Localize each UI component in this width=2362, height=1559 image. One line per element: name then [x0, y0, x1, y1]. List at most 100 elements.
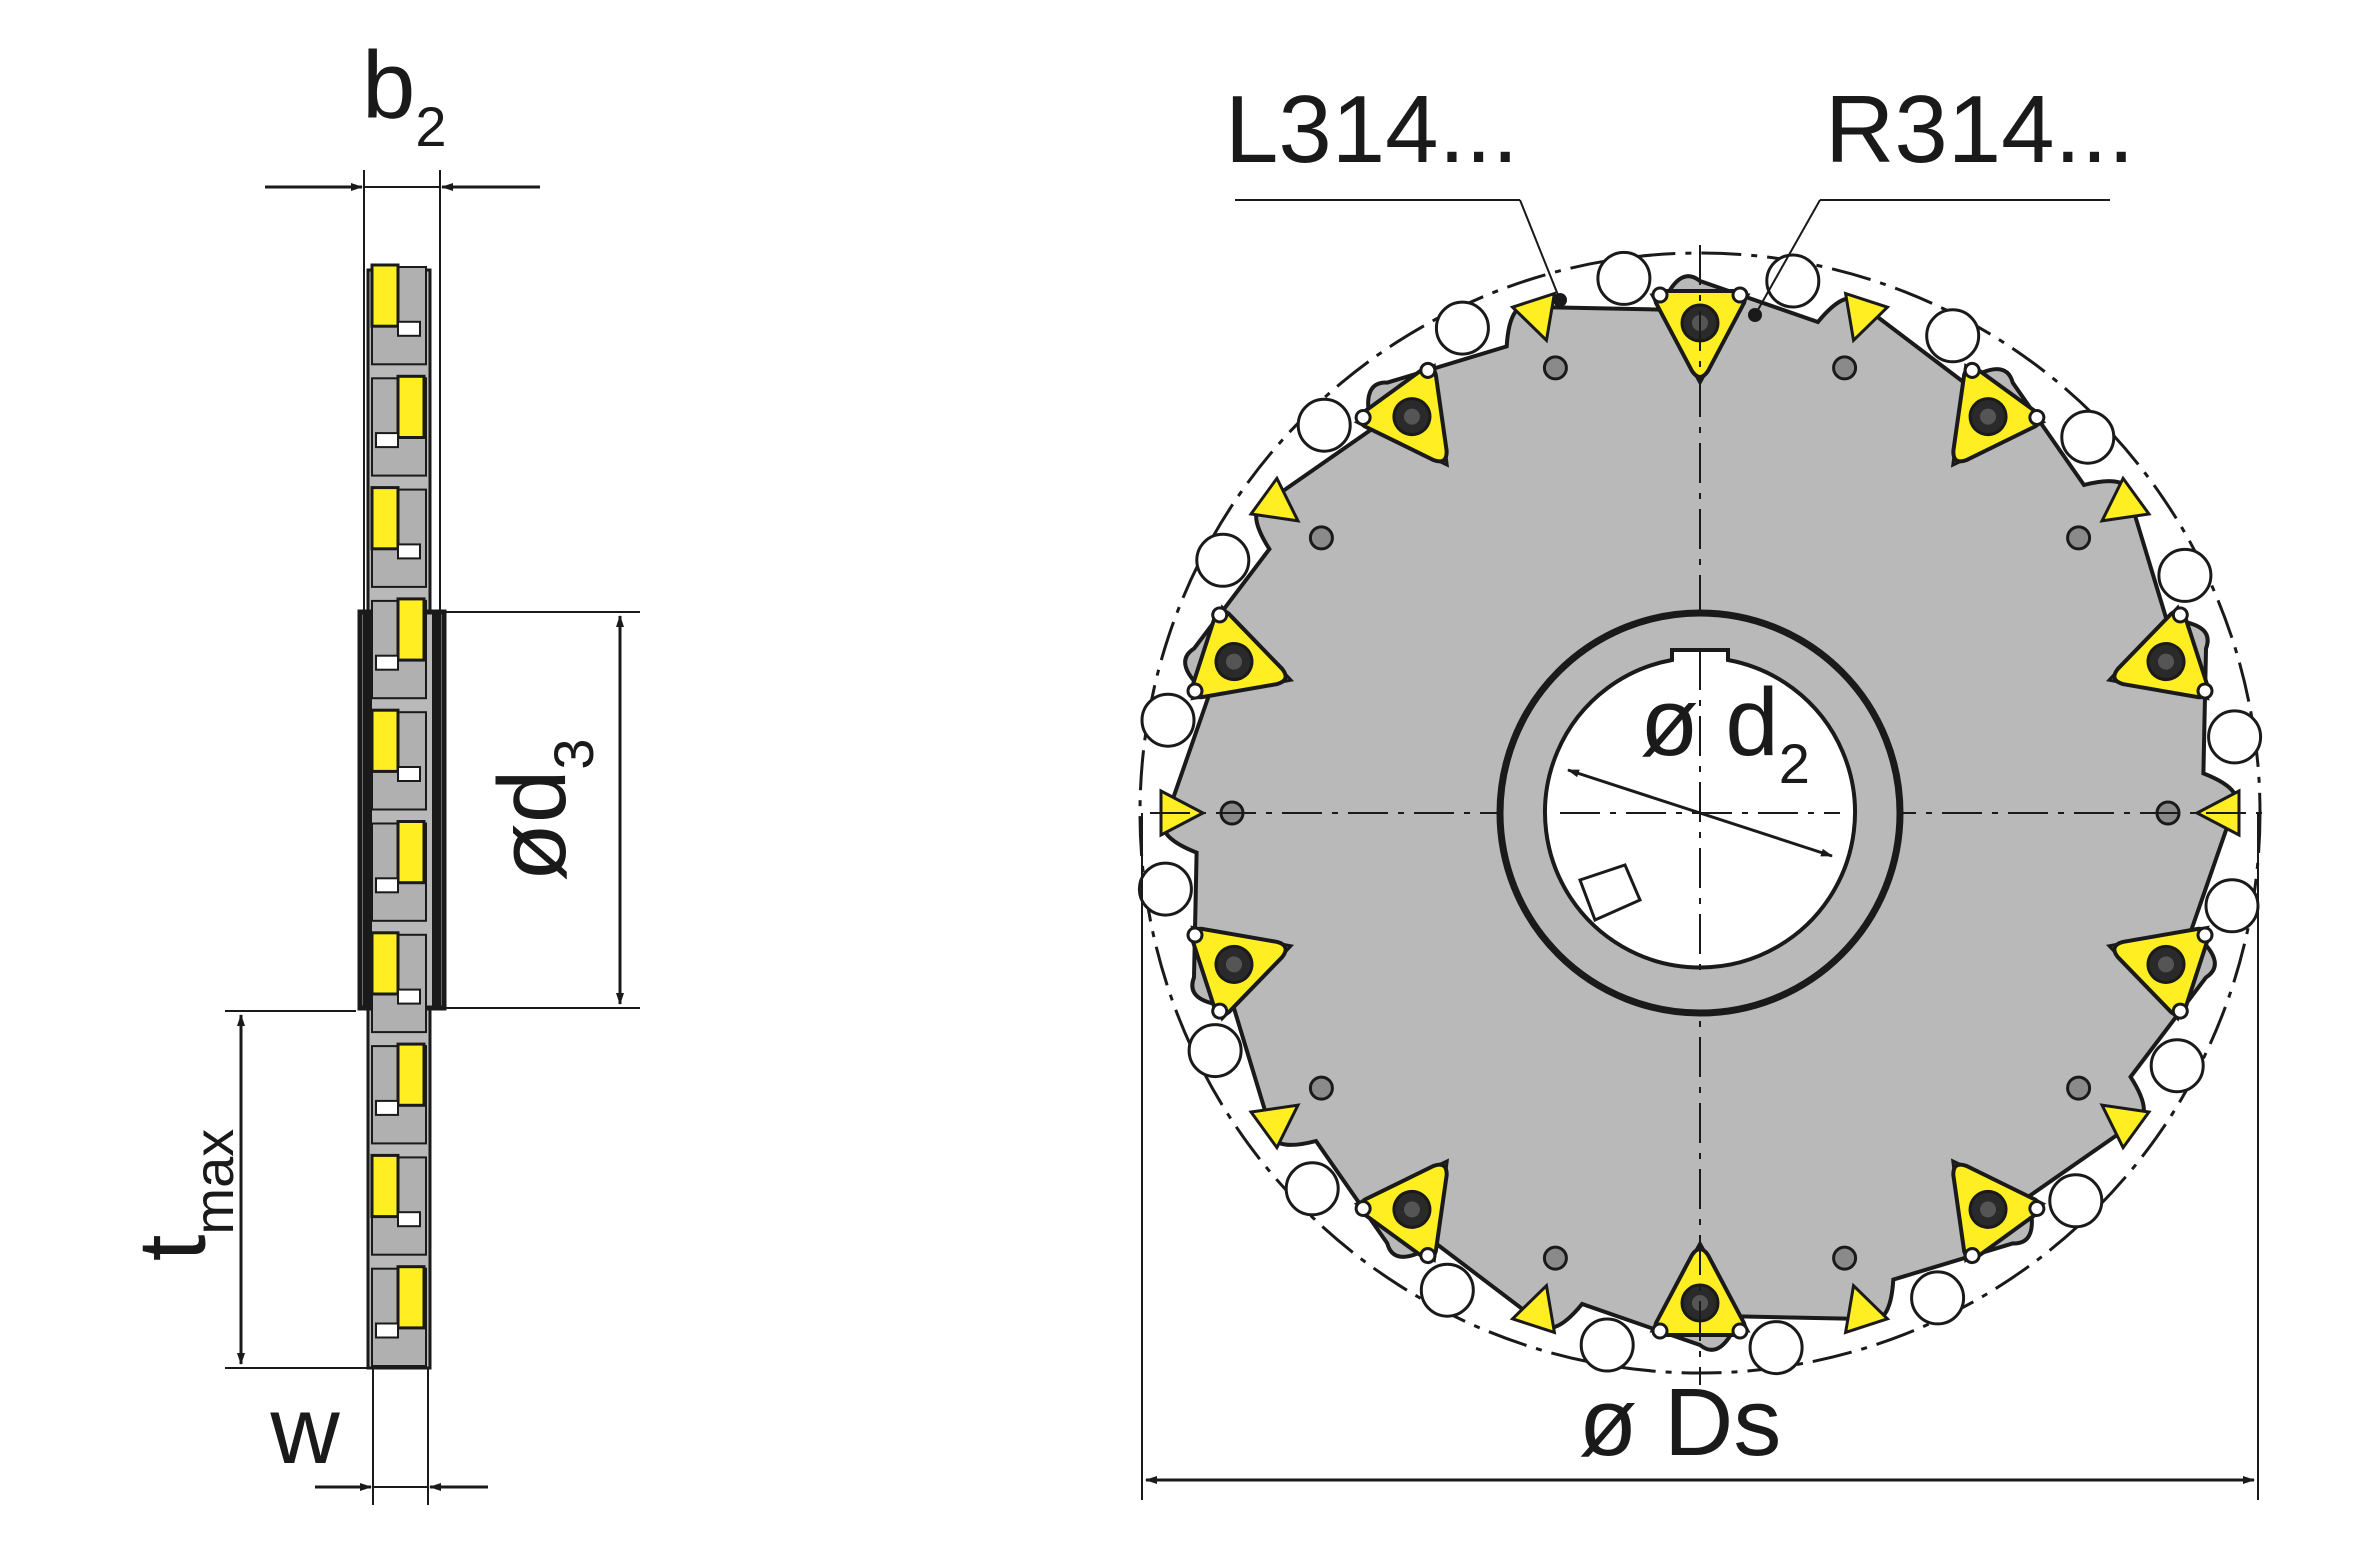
side-view: b2 ød3 tmax w	[119, 32, 640, 1505]
tmax-label: tmax	[119, 1129, 245, 1261]
side-notch	[397, 320, 421, 337]
insert-corner	[1963, 1247, 1981, 1265]
b2-label: b2	[362, 32, 447, 158]
insert-corner	[1963, 361, 1981, 379]
insert-corner	[1211, 606, 1229, 624]
insert-corner	[1419, 361, 1437, 379]
insert-corner	[2196, 682, 2214, 700]
side-notch	[397, 766, 421, 782]
insert-screw-head	[2158, 653, 2175, 670]
large-insert	[1186, 604, 1295, 701]
side-insert	[370, 1153, 400, 1219]
bolt-hole	[1308, 525, 1334, 551]
insert-corner	[1354, 1200, 1372, 1218]
side-insert	[396, 1265, 426, 1330]
insert-corner	[1186, 682, 1204, 700]
side-insert	[370, 708, 400, 773]
d3-label: ød3	[479, 738, 605, 881]
side-insert	[396, 597, 426, 662]
insert-corner	[2171, 1002, 2189, 1020]
chip-pocket	[1284, 1161, 1340, 1217]
bolt-hole	[1308, 1075, 1334, 1101]
insert-screw-head	[1225, 653, 1242, 670]
L314-leader-dot	[1553, 293, 1567, 307]
insert-corner	[1731, 286, 1749, 304]
chip-pocket	[2157, 547, 2213, 603]
chip-pocket	[1195, 532, 1251, 588]
large-insert	[2105, 925, 2214, 1022]
side-notch	[375, 1099, 399, 1116]
chip-pocket	[1419, 1262, 1475, 1318]
bolt-hole	[1832, 1245, 1858, 1271]
d2-label: ø d2	[1640, 669, 1810, 795]
bolt-hole	[1542, 355, 1568, 381]
side-notch	[397, 543, 421, 560]
chip-pocket	[1579, 1317, 1635, 1373]
chip-pocket	[1296, 397, 1352, 453]
insert-corner	[1651, 1322, 1669, 1340]
large-inserts	[1186, 286, 2214, 1340]
insert-corner	[1419, 1247, 1437, 1265]
side-insert	[370, 263, 400, 328]
R314-leader	[1754, 199, 1821, 316]
L314-leader	[1519, 199, 1561, 301]
side-notch	[375, 654, 399, 671]
chip-pocket	[2060, 409, 2116, 465]
bolt-hole	[2066, 525, 2092, 551]
insert-screw-head	[1403, 408, 1420, 425]
large-insert	[1186, 925, 1295, 1022]
side-notch	[397, 1211, 421, 1228]
bolt-hole	[2066, 1075, 2092, 1101]
side-notch	[375, 432, 399, 449]
insert-corner	[2028, 1200, 2046, 1218]
side-insert	[396, 820, 426, 885]
R314-label: R314...	[1825, 76, 2135, 183]
chip-pocket	[1910, 1270, 1966, 1326]
w-label: w	[269, 1377, 340, 1484]
bore-keyway-lower	[1578, 863, 1642, 923]
chip-pocket	[1137, 861, 1193, 917]
bolt-hole	[1832, 355, 1858, 381]
insert-screw-head	[1980, 408, 1997, 425]
chip-pocket	[1187, 1023, 1243, 1079]
chip-pocket	[1765, 253, 1821, 309]
chip-pocket	[2048, 1173, 2104, 1229]
small-insert	[2099, 475, 2152, 523]
small-insert	[1843, 291, 1891, 344]
insert-corner	[1731, 1322, 1749, 1340]
small-inserts	[1159, 291, 2241, 1335]
d2-dimension-line	[1567, 768, 1833, 858]
chip-pocket	[2207, 709, 2263, 765]
chip-pocket	[2149, 1038, 2205, 1094]
chip-pocket	[2204, 878, 2260, 934]
insert-corner	[1186, 926, 1204, 944]
insert-screw-head	[2158, 956, 2175, 973]
Ds-label: ø Ds	[1579, 1369, 1782, 1476]
insert-corner	[2171, 606, 2189, 624]
insert-screw-head	[1225, 956, 1242, 973]
insert-corner	[1651, 286, 1669, 304]
side-insert	[370, 486, 400, 551]
side-notch	[397, 988, 421, 1005]
large-insert	[1353, 361, 1450, 468]
chip-pocket	[1434, 300, 1490, 356]
chip-pocket	[1748, 1320, 1804, 1376]
chip-pockets	[1137, 250, 2263, 1376]
small-insert	[1509, 291, 1557, 344]
chip-pocket	[1596, 250, 1652, 306]
insert-corner	[2196, 926, 2214, 944]
insert-corner	[1354, 408, 1372, 426]
small-insert	[1248, 1103, 1301, 1151]
side-view-inserts	[370, 263, 427, 1367]
small-insert	[1843, 1282, 1891, 1335]
L314-label: L314...	[1225, 76, 1519, 183]
insert-corner	[2028, 408, 2046, 426]
side-insert	[396, 1042, 426, 1107]
large-insert	[1950, 361, 2047, 468]
insert-corner	[1211, 1002, 1229, 1020]
side-insert	[396, 374, 426, 439]
insert-screw-head	[1403, 1201, 1420, 1218]
R314-leader-dot	[1748, 308, 1762, 322]
large-insert	[2105, 604, 2214, 701]
